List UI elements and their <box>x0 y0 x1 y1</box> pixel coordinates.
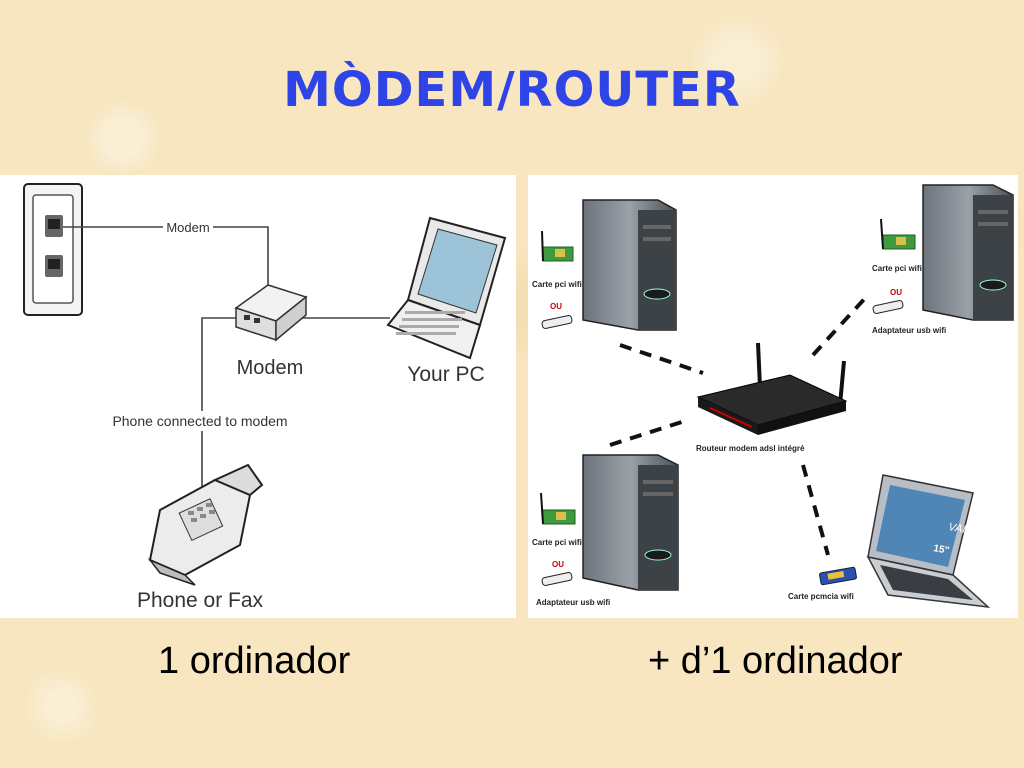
computer-tower-icon <box>582 454 679 591</box>
left-caption: 1 ordinador <box>158 640 351 682</box>
pcmcia-card-icon <box>819 566 857 586</box>
fax-label: Phone or Fax <box>137 589 264 612</box>
pc2-or-label: OU <box>890 288 902 297</box>
pc3-adapter-label: Adaptateur usb wifi <box>536 598 610 607</box>
laptop-size-label: 15" <box>932 543 950 557</box>
pc1-card-label: Carte pci wifi <box>532 280 582 289</box>
usb-adapter-icon <box>541 572 573 586</box>
pc2-card-label: Carte pci wifi <box>872 264 922 273</box>
usb-adapter-icon <box>872 300 904 314</box>
laptop-icon <box>386 216 507 360</box>
fax-icon <box>147 463 264 586</box>
pci-card-icon <box>541 230 574 262</box>
pc-label: Your PC <box>407 363 484 386</box>
laptop-icon <box>866 474 991 609</box>
phone-line-label: Phone connected to modem <box>112 413 287 429</box>
wifi-router-icon <box>696 342 848 435</box>
computer-tower-icon <box>922 184 1014 321</box>
line-label: Modem <box>166 220 209 235</box>
computer-tower-icon <box>582 199 677 331</box>
pci-card-icon <box>880 218 916 250</box>
pc2-adapter-label: Adaptateur usb wifi <box>872 326 946 335</box>
wall-jack-icon <box>23 183 83 316</box>
laptop-card-label: Carte pcmcia wifi <box>788 592 854 601</box>
multi-computer-diagram: Carte pci wifi OU Carte pci wifi OU Adap… <box>528 175 1018 618</box>
laptop-brand-label: VAIO <box>947 521 975 537</box>
usb-adapter-icon <box>541 315 573 329</box>
pc1-or-label: OU <box>550 302 562 311</box>
modem-icon <box>234 284 308 342</box>
router-label: Routeur modem adsl intégré <box>696 444 805 453</box>
pc3-or-label: OU <box>552 560 564 569</box>
pc3-card-label: Carte pci wifi <box>532 538 582 547</box>
modem-label: Modem <box>237 357 304 379</box>
single-computer-diagram: Modem Modem Your PC Phone connected to m… <box>0 175 516 618</box>
page-title: MÒDEM/ROUTER <box>283 62 741 118</box>
right-caption: + d’1 ordinador <box>648 640 903 682</box>
pci-card-icon <box>540 492 576 525</box>
